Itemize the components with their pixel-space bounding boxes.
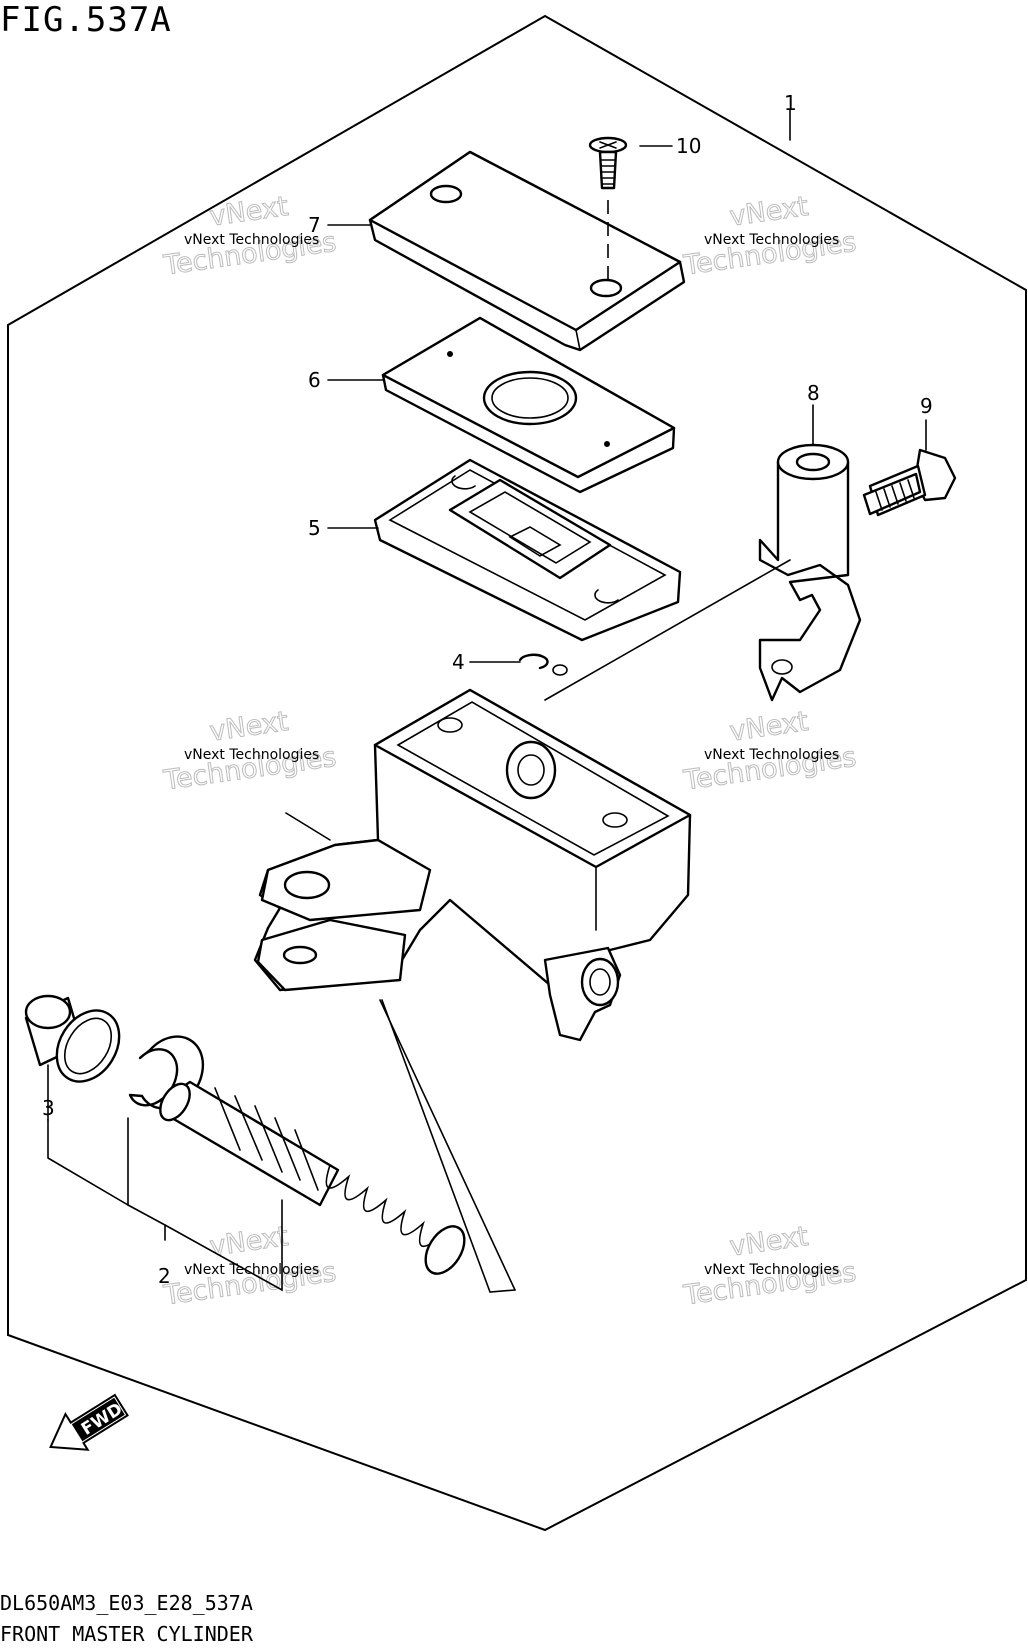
assembly-outline <box>7 14 1027 1532</box>
dust-seal-ring <box>55 1009 121 1083</box>
diaphragm <box>373 458 682 642</box>
return-spring <box>325 1164 466 1275</box>
callout-8: 8 <box>807 381 820 405</box>
svg-text:vNext Technologies: vNext Technologies <box>704 747 839 763</box>
svg-text:vNext: vNext <box>208 706 290 748</box>
svg-text:vNext: vNext <box>728 191 810 233</box>
callout-7: 7 <box>308 213 321 237</box>
svg-text:vNext: vNext <box>728 706 810 748</box>
callout-9: 9 <box>920 394 933 418</box>
master-cylinder-body <box>253 688 692 1042</box>
svg-text:vNext Technologies: vNext Technologies <box>184 232 319 248</box>
watermark: Technologies vNext vNext Technologies <box>681 705 859 797</box>
svg-text:vNext: vNext <box>728 1221 810 1263</box>
callout-leaders <box>47 109 927 1292</box>
callout-6: 6 <box>308 368 321 392</box>
callout-3: 3 <box>42 1096 55 1120</box>
svg-text:vNext Technologies: vNext Technologies <box>704 1262 839 1278</box>
callout-5: 5 <box>308 516 321 540</box>
reservoir-cap <box>368 150 686 352</box>
callout-2: 2 <box>158 1264 171 1288</box>
figure-caption: FRONT MASTER CYLINDER <box>0 1622 253 1646</box>
callout-labels: 1 2 3 4 5 6 7 8 9 10 <box>42 91 933 1288</box>
callout-1: 1 <box>784 91 797 115</box>
small-clip <box>518 653 568 676</box>
cap-screw <box>588 136 628 190</box>
piston <box>159 1080 340 1207</box>
svg-text:vNext Technologies: vNext Technologies <box>704 232 839 248</box>
diaphragm-plate <box>381 316 676 494</box>
fwd-arrow-icon: FWD <box>49 1393 129 1451</box>
model-code: DL650AM3_E03_E28_537A <box>0 1591 253 1615</box>
svg-text:vNext: vNext <box>208 191 290 233</box>
clamp-bolt <box>862 448 957 517</box>
callout-10: 10 <box>676 134 701 158</box>
watermark: Technologies vNext vNext Technologies <box>161 705 339 797</box>
piston-axis <box>379 999 516 1291</box>
svg-text:vNext Technologies: vNext Technologies <box>184 1262 319 1278</box>
clamp-axis <box>544 559 791 701</box>
watermark: Technologies vNext vNext Technologies <box>681 190 859 282</box>
watermark: Technologies vNext vNext Technologies <box>681 1220 859 1312</box>
watermark: Technologies vNext vNext Technologies <box>161 1220 339 1312</box>
svg-text:vNext Technologies: vNext Technologies <box>184 747 319 763</box>
callout-4: 4 <box>452 650 465 674</box>
clamp-bracket <box>758 443 862 702</box>
figure-title: FIG.537A <box>0 0 172 40</box>
